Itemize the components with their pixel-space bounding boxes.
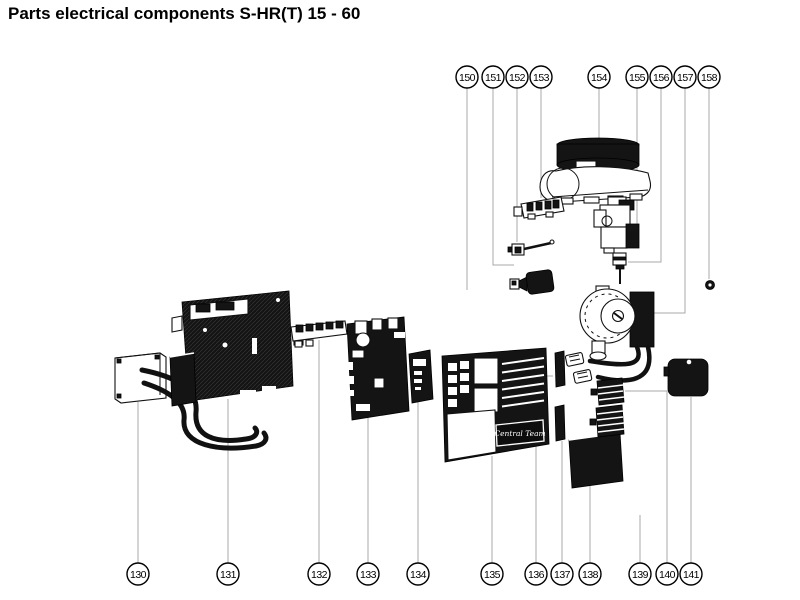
pump-cable-connectors [564,352,593,384]
svg-text:158: 158 [701,72,718,84]
callout-154: 154 [587,65,611,89]
control-box-housing [169,290,304,407]
callout-155: 155 [625,65,649,89]
nut [705,280,715,290]
svg-text:133: 133 [360,569,377,581]
callout-158: 158 [697,65,721,89]
fan-assembly [539,137,652,205]
svg-text:134: 134 [410,569,427,581]
cover-strip-upper [554,350,566,388]
callout-150: 150 [455,65,479,89]
callout-140: 140 [655,562,679,586]
svg-text:139: 139 [632,569,649,581]
callout-157: 157 [673,65,697,89]
circuit-board [346,316,410,421]
finned-connector-blocks [589,377,625,438]
leader-line-157 [652,88,686,314]
page-title: Parts electrical components S-HR(T) 15 -… [8,4,361,23]
cover-box [663,358,709,397]
svg-text:131: 131 [220,569,237,581]
svg-text:130: 130 [130,569,147,581]
callout-139: 139 [628,562,652,586]
panel-logo-text: Central Team [494,429,545,438]
svg-text:154: 154 [591,72,608,84]
control-module-box [568,432,624,489]
svg-text:135: 135 [484,569,501,581]
callout-138: 138 [578,562,602,586]
svg-text:152: 152 [509,72,526,84]
svg-text:136: 136 [528,569,545,581]
svg-text:157: 157 [677,72,694,84]
callout-137: 137 [550,562,574,586]
callout-141: 141 [679,562,703,586]
callout-133: 133 [356,562,380,586]
leader-line-140 [625,390,668,563]
svg-text:151: 151 [485,72,502,84]
ignition-electrode [612,252,627,284]
callout-152: 152 [505,65,529,89]
callout-153: 153 [529,65,553,89]
leader-lines [137,88,710,563]
temperature-sensor [507,239,555,256]
terminal-connector-block [513,196,565,220]
gas-valve [593,196,640,254]
svg-text:132: 132 [311,569,328,581]
svg-text:140: 140 [659,569,676,581]
callout-circles: 150 151 152 153 154 155 156 157 158 130 131 132 133 1… [126,65,721,586]
ignition-plug [509,269,555,295]
callout-135: 135 [480,562,504,586]
svg-text:153: 153 [533,72,550,84]
svg-text:155: 155 [629,72,646,84]
callout-136: 136 [524,562,548,586]
svg-text:138: 138 [582,569,599,581]
callout-151: 151 [481,65,505,89]
leader-line-156 [628,88,662,263]
display-module [408,349,434,404]
svg-text:156: 156 [653,72,670,84]
callout-132: 132 [307,562,331,586]
leader-line-151 [492,88,514,266]
callout-130: 130 [126,562,150,586]
front-control-panel: Central Team [441,347,550,463]
callout-131: 131 [216,562,240,586]
terminal-strip [290,320,348,348]
cover-strip-lower [554,404,566,442]
callout-134: 134 [406,562,430,586]
svg-text:141: 141 [683,569,700,581]
callout-156: 156 [649,65,673,89]
circulation-pump [564,285,655,384]
svg-text:150: 150 [459,72,476,84]
svg-text:137: 137 [554,569,571,581]
